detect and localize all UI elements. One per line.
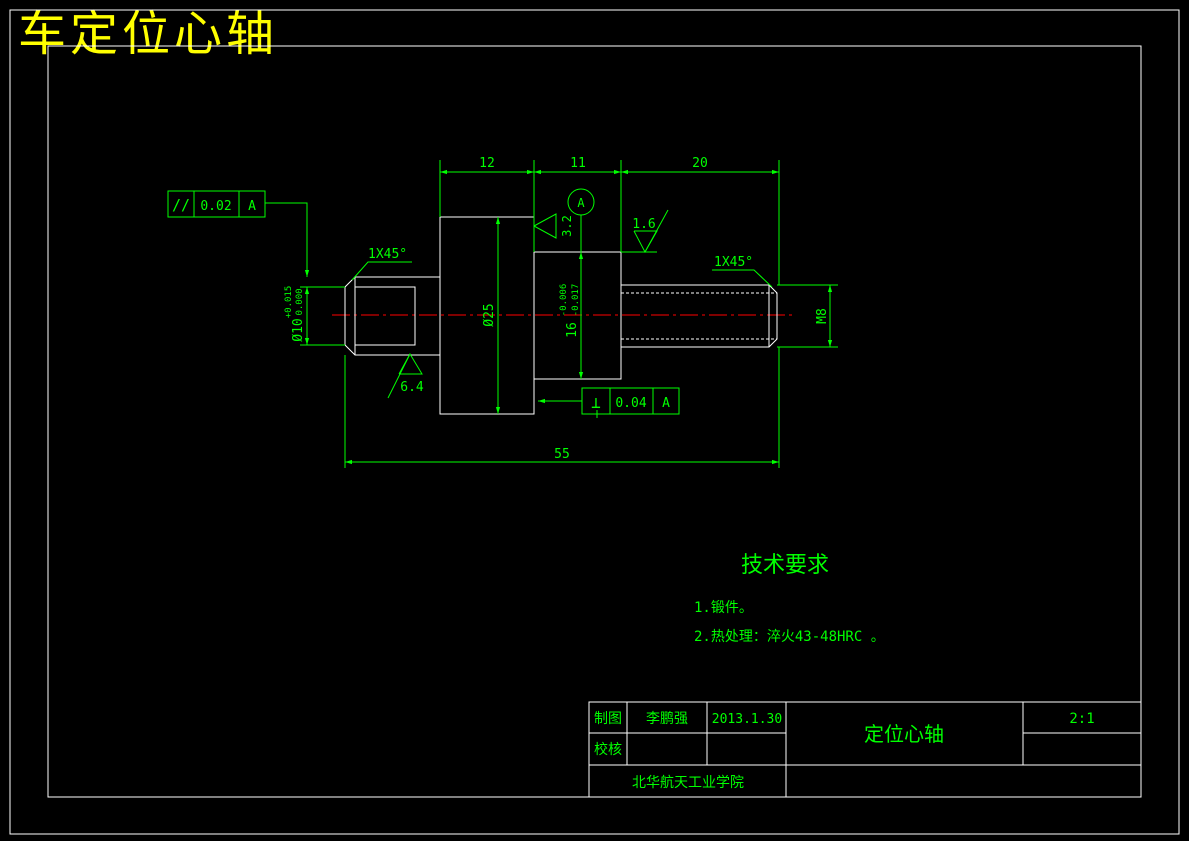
parallel-value: 0.02: [200, 199, 231, 214]
dim-chamfer-left: 1X45°: [368, 247, 407, 262]
dim-dia-16: 16: [565, 322, 580, 338]
perpendicular-value: 0.04: [615, 396, 646, 411]
perpendicular-datum: A: [662, 396, 670, 411]
dimension-lines: [265, 160, 838, 468]
tech-requirement-1: 1.锻件。: [694, 600, 753, 616]
drawing-date: 2013.1.30: [712, 712, 782, 727]
tech-requirements-title: 技术要求: [741, 553, 829, 578]
perpendicular-symbol-icon: ⊥: [591, 393, 601, 412]
scale: 2:1: [1069, 711, 1094, 727]
dim-55: 55: [554, 447, 570, 462]
parallel-symbol-icon: //: [172, 196, 190, 214]
dim-dia-25: Ø25: [482, 303, 497, 326]
outer-border: [9, 9, 1180, 835]
roughness-1-6: 1.6: [632, 217, 655, 232]
datum-a-label: A: [577, 196, 585, 210]
dim-20: 20: [692, 156, 708, 171]
dim-chamfer-right: 1X45°: [714, 255, 753, 270]
made-by-label: 制图: [594, 711, 622, 727]
part-name: 定位心轴: [864, 722, 944, 746]
dim-dia-16-lower: -0.017: [571, 284, 581, 317]
roughness-6-4: 6.4: [400, 380, 424, 395]
designer-name: 李鹏强: [646, 711, 688, 727]
dim-11: 11: [570, 156, 586, 171]
dim-dia-10-lower: 0.000: [295, 288, 305, 315]
drawing-title: 车定位心轴: [18, 6, 279, 62]
inner-border: [47, 45, 1142, 798]
tolerance-frames: [167, 190, 680, 415]
dim-dia-10-upper: +0.015: [284, 286, 294, 319]
checked-label: 校核: [594, 741, 622, 758]
dim-dia-16-upper: -0.006: [559, 284, 569, 317]
roughness-3-2: 3.2: [560, 215, 574, 237]
school-name: 北华航天工业学院: [632, 775, 744, 791]
dim-dia-10: Ø10: [291, 318, 306, 341]
title-block: [588, 701, 1142, 798]
tech-requirement-2: 2.热处理：淬火43-48HRC 。: [694, 629, 885, 645]
parallel-datum: A: [248, 199, 256, 214]
dim-thread-m8: M8: [815, 308, 830, 324]
part-outline: [344, 216, 778, 415]
dim-12: 12: [479, 156, 495, 171]
